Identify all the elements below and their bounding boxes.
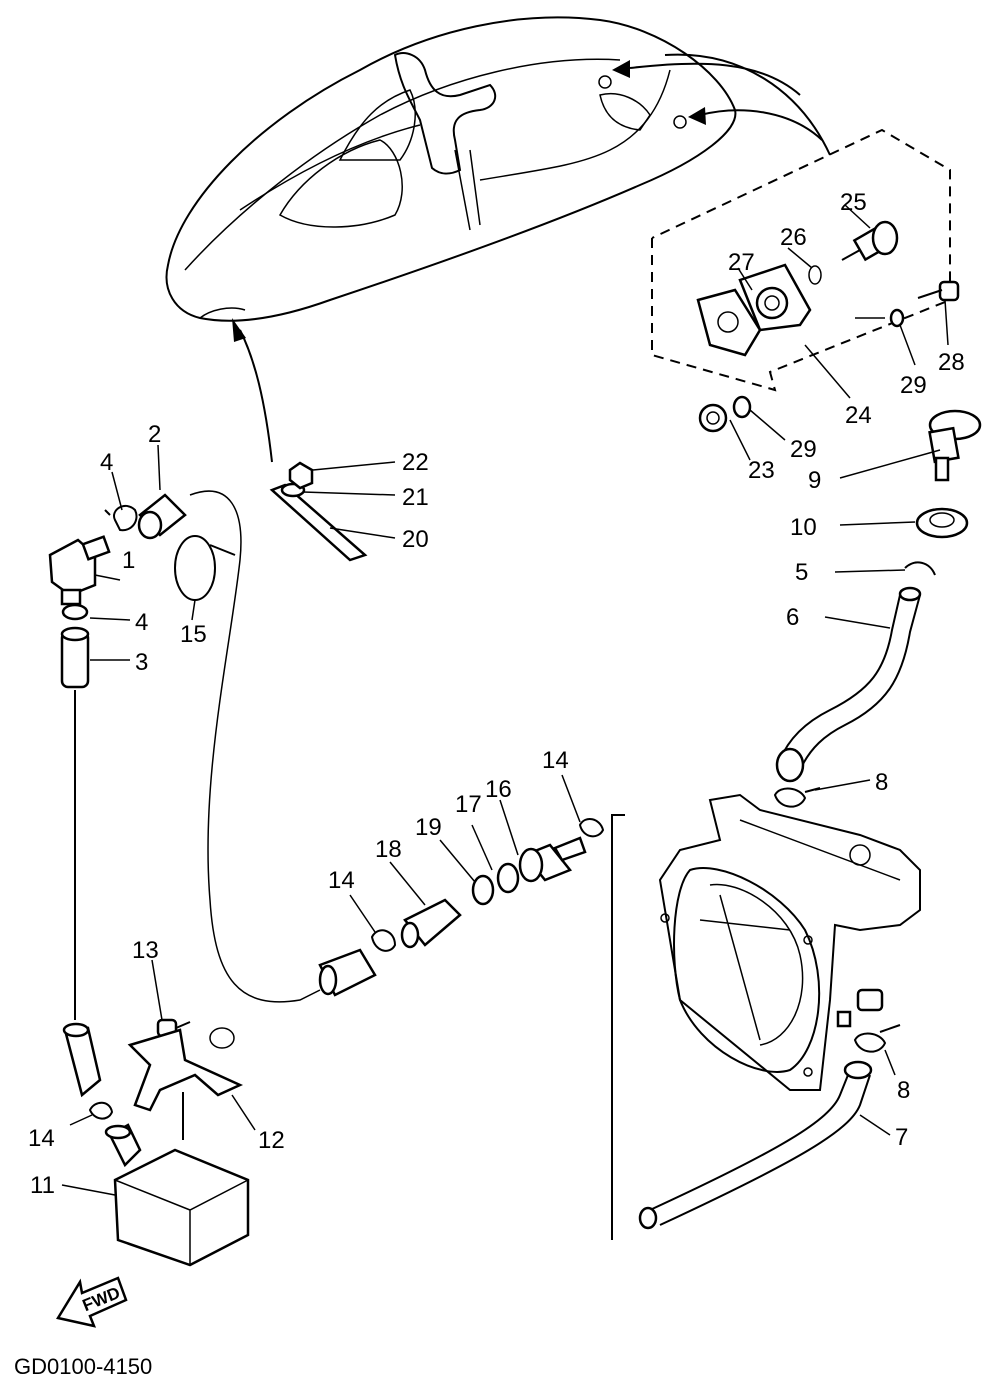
hose-clamp-part — [104, 504, 138, 532]
part-label-26: 26 — [780, 224, 807, 251]
washer-part — [889, 308, 905, 328]
part-label-23: 23 — [748, 457, 775, 484]
part-label-7: 7 — [895, 1124, 908, 1151]
o-ring-part — [808, 265, 822, 285]
breather-fitting-part — [841, 220, 899, 262]
jet-pump-housing-illustration — [658, 793, 921, 1091]
part-label-14b: 14 — [328, 867, 355, 894]
part-label-10: 10 — [790, 514, 817, 541]
forward-direction-arrow: FWD — [56, 1276, 128, 1328]
part-label-21: 21 — [402, 484, 429, 511]
part-label-6: 6 — [786, 604, 799, 631]
part-label-29a: 29 — [900, 372, 927, 399]
part-label-14a: 14 — [28, 1125, 55, 1152]
washer-part — [471, 874, 495, 906]
gasket-part — [696, 288, 762, 357]
part-label-24: 24 — [845, 402, 872, 429]
part-label-19: 19 — [415, 814, 442, 841]
part-label-4b: 4 — [135, 609, 148, 636]
part-label-5: 5 — [795, 559, 808, 586]
part-label-29b: 29 — [790, 436, 817, 463]
hose-clamp-part — [370, 929, 397, 952]
bracket-part — [127, 1027, 244, 1112]
part-label-16: 16 — [485, 776, 512, 803]
arrow-head-icon — [232, 318, 246, 342]
tank-part — [104, 1123, 250, 1267]
washer-part — [496, 862, 520, 894]
fitting-part — [518, 836, 587, 883]
part-label-18: 18 — [375, 836, 402, 863]
hose-clamp-part — [773, 787, 821, 808]
part-label-8b: 8 — [897, 1077, 910, 1104]
part-label-17: 17 — [455, 791, 482, 818]
part-label-1: 1 — [122, 547, 135, 574]
bracket-part — [269, 483, 368, 562]
part-number-labels: 1 2 3 4 4 5 6 7 8 8 9 10 11 12 13 14 14 … — [28, 189, 965, 1199]
leader-lines — [61, 204, 949, 1196]
part-label-3: 3 — [135, 649, 148, 676]
arrow-head-icon — [612, 60, 630, 78]
hose-part — [62, 1022, 102, 1098]
part-label-2: 2 — [148, 421, 161, 448]
diagram-code: GD0100-4150 — [14, 1354, 152, 1379]
part-label-13: 13 — [132, 937, 159, 964]
washer-part — [732, 395, 752, 419]
breather-valve-detail-box — [651, 128, 960, 392]
part-label-8a: 8 — [875, 769, 888, 796]
part-label-25: 25 — [840, 189, 867, 216]
band-clamp-part — [174, 535, 236, 601]
arrow-head-icon — [688, 107, 706, 125]
hose-clamp-part — [853, 1024, 901, 1053]
part-label-12: 12 — [258, 1127, 285, 1154]
part-label-11: 11 — [30, 1172, 55, 1199]
part-label-14c: 14 — [542, 747, 569, 774]
part-label-9: 9 — [808, 467, 821, 494]
elbow-fitting-part — [48, 535, 111, 606]
hose-clamp-part — [88, 1101, 114, 1120]
hose-part — [318, 948, 377, 997]
hose-clamp-part — [61, 603, 89, 621]
nut-part — [698, 403, 728, 433]
part-label-20: 20 — [402, 526, 429, 553]
part-label-27: 27 — [728, 249, 755, 276]
part-label-22: 22 — [402, 449, 429, 476]
nut-part — [288, 461, 314, 490]
hose-part — [779, 594, 921, 771]
hose-clamp-part — [904, 561, 936, 576]
hose-part — [649, 1069, 871, 1226]
watercraft-hull-illustration — [165, 16, 831, 463]
hose-clamp-part — [578, 818, 605, 838]
hose-part — [137, 493, 187, 540]
bolt-part — [917, 280, 960, 302]
part-label-4a: 4 — [100, 449, 113, 476]
part-label-28: 28 — [938, 349, 965, 376]
filler-cap-part — [928, 409, 982, 482]
hose-part — [60, 626, 90, 689]
part-label-15: 15 — [180, 621, 207, 648]
collar-ring-part — [915, 507, 969, 539]
fitting-part — [400, 898, 462, 949]
